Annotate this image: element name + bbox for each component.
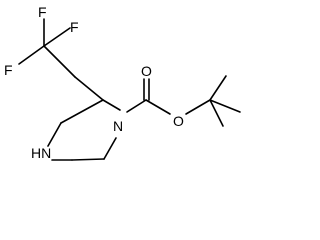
atom-oxygen-carbonyl: O: [141, 63, 152, 79]
atom-fluorine-left: F: [4, 62, 13, 78]
bond-c2-n1: [102, 99, 121, 111]
bond-n1-c6: [103, 137, 117, 160]
bond-c3-c2: [60, 99, 104, 124]
bond-tbu-methyl-right: [209, 99, 241, 113]
atom-labels: F F F N HN O O: [4, 4, 184, 161]
bond-carbonyl-ester-o: [145, 99, 171, 115]
bond-cf3-ch2: [43, 45, 76, 78]
bond-cf-right: [43, 27, 71, 47]
bonds: [18, 18, 241, 161]
bond-cf-left: [18, 45, 45, 65]
molecule-structure-diagram: F F F N HN O O: [4, 4, 241, 161]
bond-n4-c3: [47, 122, 62, 147]
bond-ester-o-tbu: [185, 99, 211, 115]
bond-tbu-methyl-bottom: [209, 99, 224, 127]
bond-n1-carbonyl: [126, 99, 147, 113]
atom-nitrogen-amine: HN: [31, 145, 51, 161]
atom-oxygen-ester: O: [173, 113, 184, 129]
bond-c6-c5: [71, 158, 105, 161]
bond-tbu-methyl-top: [209, 75, 227, 101]
bond-ch2-c2: [74, 76, 104, 101]
atom-fluorine-right: F: [70, 19, 79, 35]
atom-nitrogen-ring: N: [113, 118, 123, 134]
atom-fluorine-top: F: [38, 4, 47, 20]
